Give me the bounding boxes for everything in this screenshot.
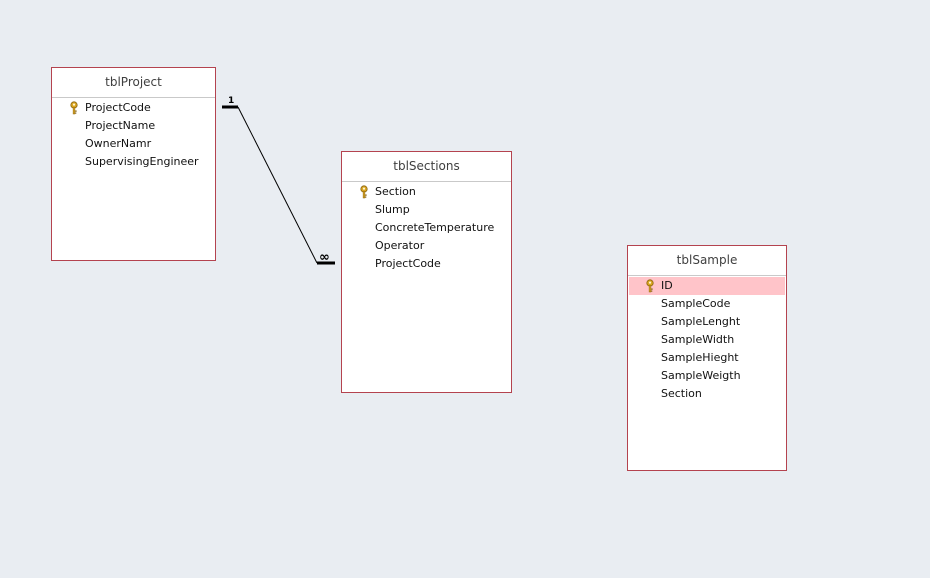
field-label: ConcreteTemperature	[375, 221, 495, 234]
field-label: SampleWeigth	[661, 369, 741, 382]
table-sample-field-list: ID SampleCode SampleLenght SampleWidth S…	[628, 276, 786, 403]
table-sample[interactable]: tblSample ID SampleCode SampleLenght Sam…	[627, 245, 787, 471]
field-projectname[interactable]: ProjectName	[53, 117, 214, 135]
field-label: SampleWidth	[661, 333, 735, 346]
field-sampleweigth[interactable]: SampleWeigth	[629, 367, 785, 385]
field-label: Section	[661, 387, 702, 400]
table-project-title[interactable]: tblProject	[52, 68, 215, 98]
relationship-many-label: ∞	[319, 250, 330, 265]
relationship-line[interactable]	[237, 106, 318, 264]
field-samplewidth[interactable]: SampleWidth	[629, 331, 785, 349]
field-label: ProjectCode	[85, 101, 151, 114]
field-label: SupervisingEngineer	[85, 155, 199, 168]
field-label: ID	[661, 279, 673, 292]
relationship-one-label: 1	[228, 96, 234, 106]
field-label: ProjectName	[85, 119, 156, 132]
field-label: SampleHieght	[661, 351, 739, 364]
field-supervisingengineer[interactable]: SupervisingEngineer	[53, 153, 214, 171]
field-label: SampleLenght	[661, 315, 741, 328]
field-slump[interactable]: Slump	[343, 201, 510, 219]
field-section[interactable]: Section	[343, 183, 510, 201]
table-sections-field-list: Section Slump ConcreteTemperature Operat…	[342, 182, 511, 273]
table-project-field-list: ProjectCode ProjectName OwnerNamr Superv…	[52, 98, 215, 171]
table-sample-title[interactable]: tblSample	[628, 246, 786, 276]
field-label: Slump	[375, 203, 410, 216]
key-icon	[646, 279, 654, 293]
key-icon	[70, 101, 78, 115]
field-samplecode[interactable]: SampleCode	[629, 295, 785, 313]
table-sections-title[interactable]: tblSections	[342, 152, 511, 182]
field-label: Operator	[375, 239, 425, 252]
field-label: OwnerNamr	[85, 137, 152, 150]
field-concretetemperature[interactable]: ConcreteTemperature	[343, 219, 510, 237]
field-label: ProjectCode	[375, 257, 441, 270]
field-projectcode[interactable]: ProjectCode	[53, 99, 214, 117]
key-icon	[360, 185, 368, 199]
table-project[interactable]: tblProject ProjectCode ProjectName Owner…	[51, 67, 216, 261]
field-ownernamr[interactable]: OwnerNamr	[53, 135, 214, 153]
field-samplehieght[interactable]: SampleHieght	[629, 349, 785, 367]
field-samplelenght[interactable]: SampleLenght	[629, 313, 785, 331]
field-projectcode-fk[interactable]: ProjectCode	[343, 255, 510, 273]
field-section-fk[interactable]: Section	[629, 385, 785, 403]
field-id[interactable]: ID	[629, 277, 785, 295]
field-label: SampleCode	[661, 297, 731, 310]
table-sections[interactable]: tblSections Section Slump ConcreteTemper…	[341, 151, 512, 393]
field-operator[interactable]: Operator	[343, 237, 510, 255]
field-label: Section	[375, 185, 416, 198]
